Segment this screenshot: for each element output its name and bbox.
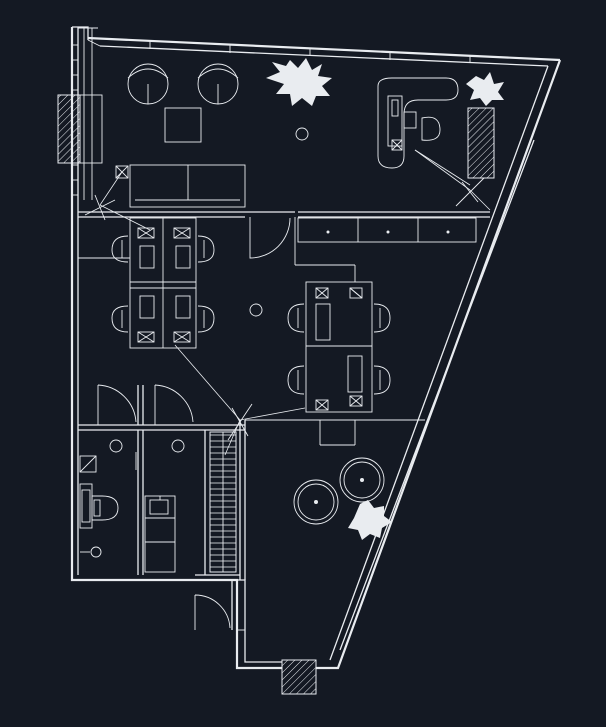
workstation-equipment bbox=[137, 227, 191, 343]
lounge-chair bbox=[127, 63, 169, 105]
meeting-desk bbox=[377, 77, 459, 169]
plant bbox=[466, 72, 504, 106]
desk-cluster-center bbox=[305, 281, 373, 413]
sofa bbox=[115, 164, 246, 208]
plant bbox=[348, 500, 392, 540]
desk-cluster-west bbox=[129, 217, 197, 349]
wc-room bbox=[79, 439, 137, 558]
light-fixtures bbox=[84, 149, 491, 456]
office-chairs bbox=[287, 303, 391, 395]
zone-lines bbox=[78, 149, 471, 446]
west-facade-grid bbox=[72, 27, 98, 200]
storage-closet bbox=[209, 431, 237, 573]
round-table bbox=[293, 479, 339, 525]
shelving bbox=[297, 217, 477, 243]
north-windows bbox=[149, 41, 471, 63]
coffee-table bbox=[164, 107, 202, 143]
doors bbox=[97, 217, 291, 630]
floor-lamp bbox=[295, 127, 309, 141]
hatched-column-south bbox=[281, 659, 317, 695]
hatched-column-west bbox=[57, 94, 81, 164]
plant bbox=[266, 58, 332, 106]
round-table bbox=[339, 457, 385, 503]
hatched-column-east bbox=[467, 107, 495, 179]
interior-walls bbox=[78, 211, 490, 580]
kitchenette bbox=[144, 439, 185, 573]
lounge-chair bbox=[197, 63, 239, 105]
office-chairs bbox=[111, 235, 215, 333]
floor-lamp bbox=[249, 303, 263, 317]
